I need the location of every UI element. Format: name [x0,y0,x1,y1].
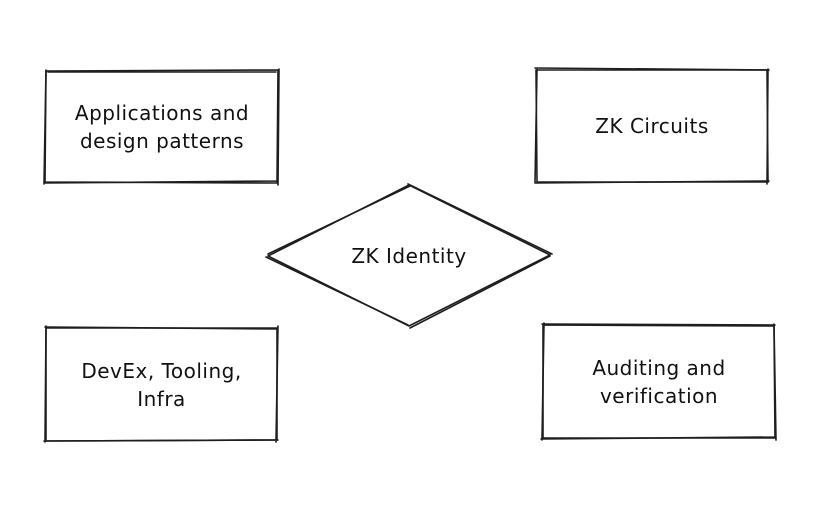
node-bottom-right-frame [540,322,777,441]
node-bottom-right: Auditing and verification [543,325,775,438]
node-top-left: Applications and design patterns [46,71,278,183]
node-top-right-label: ZK Circuits [595,114,709,138]
node-top-left-label: Applications and design patterns [74,101,250,153]
node-bottom-left-frame [43,325,279,443]
center-node: ZK Identity [268,185,550,326]
node-top-left-frame [43,68,280,186]
node-top-right: ZK Circuits [536,70,768,182]
center-diamond-frame [265,183,553,329]
node-top-right-frame [534,67,770,185]
node-bottom-left-label: DevEx, Tooling, Infra [81,358,242,411]
node-bottom-right-label: Auditing and verification [592,355,726,408]
node-bottom-left: DevEx, Tooling, Infra [46,328,277,441]
center-node-label: ZK Identity [351,243,467,268]
